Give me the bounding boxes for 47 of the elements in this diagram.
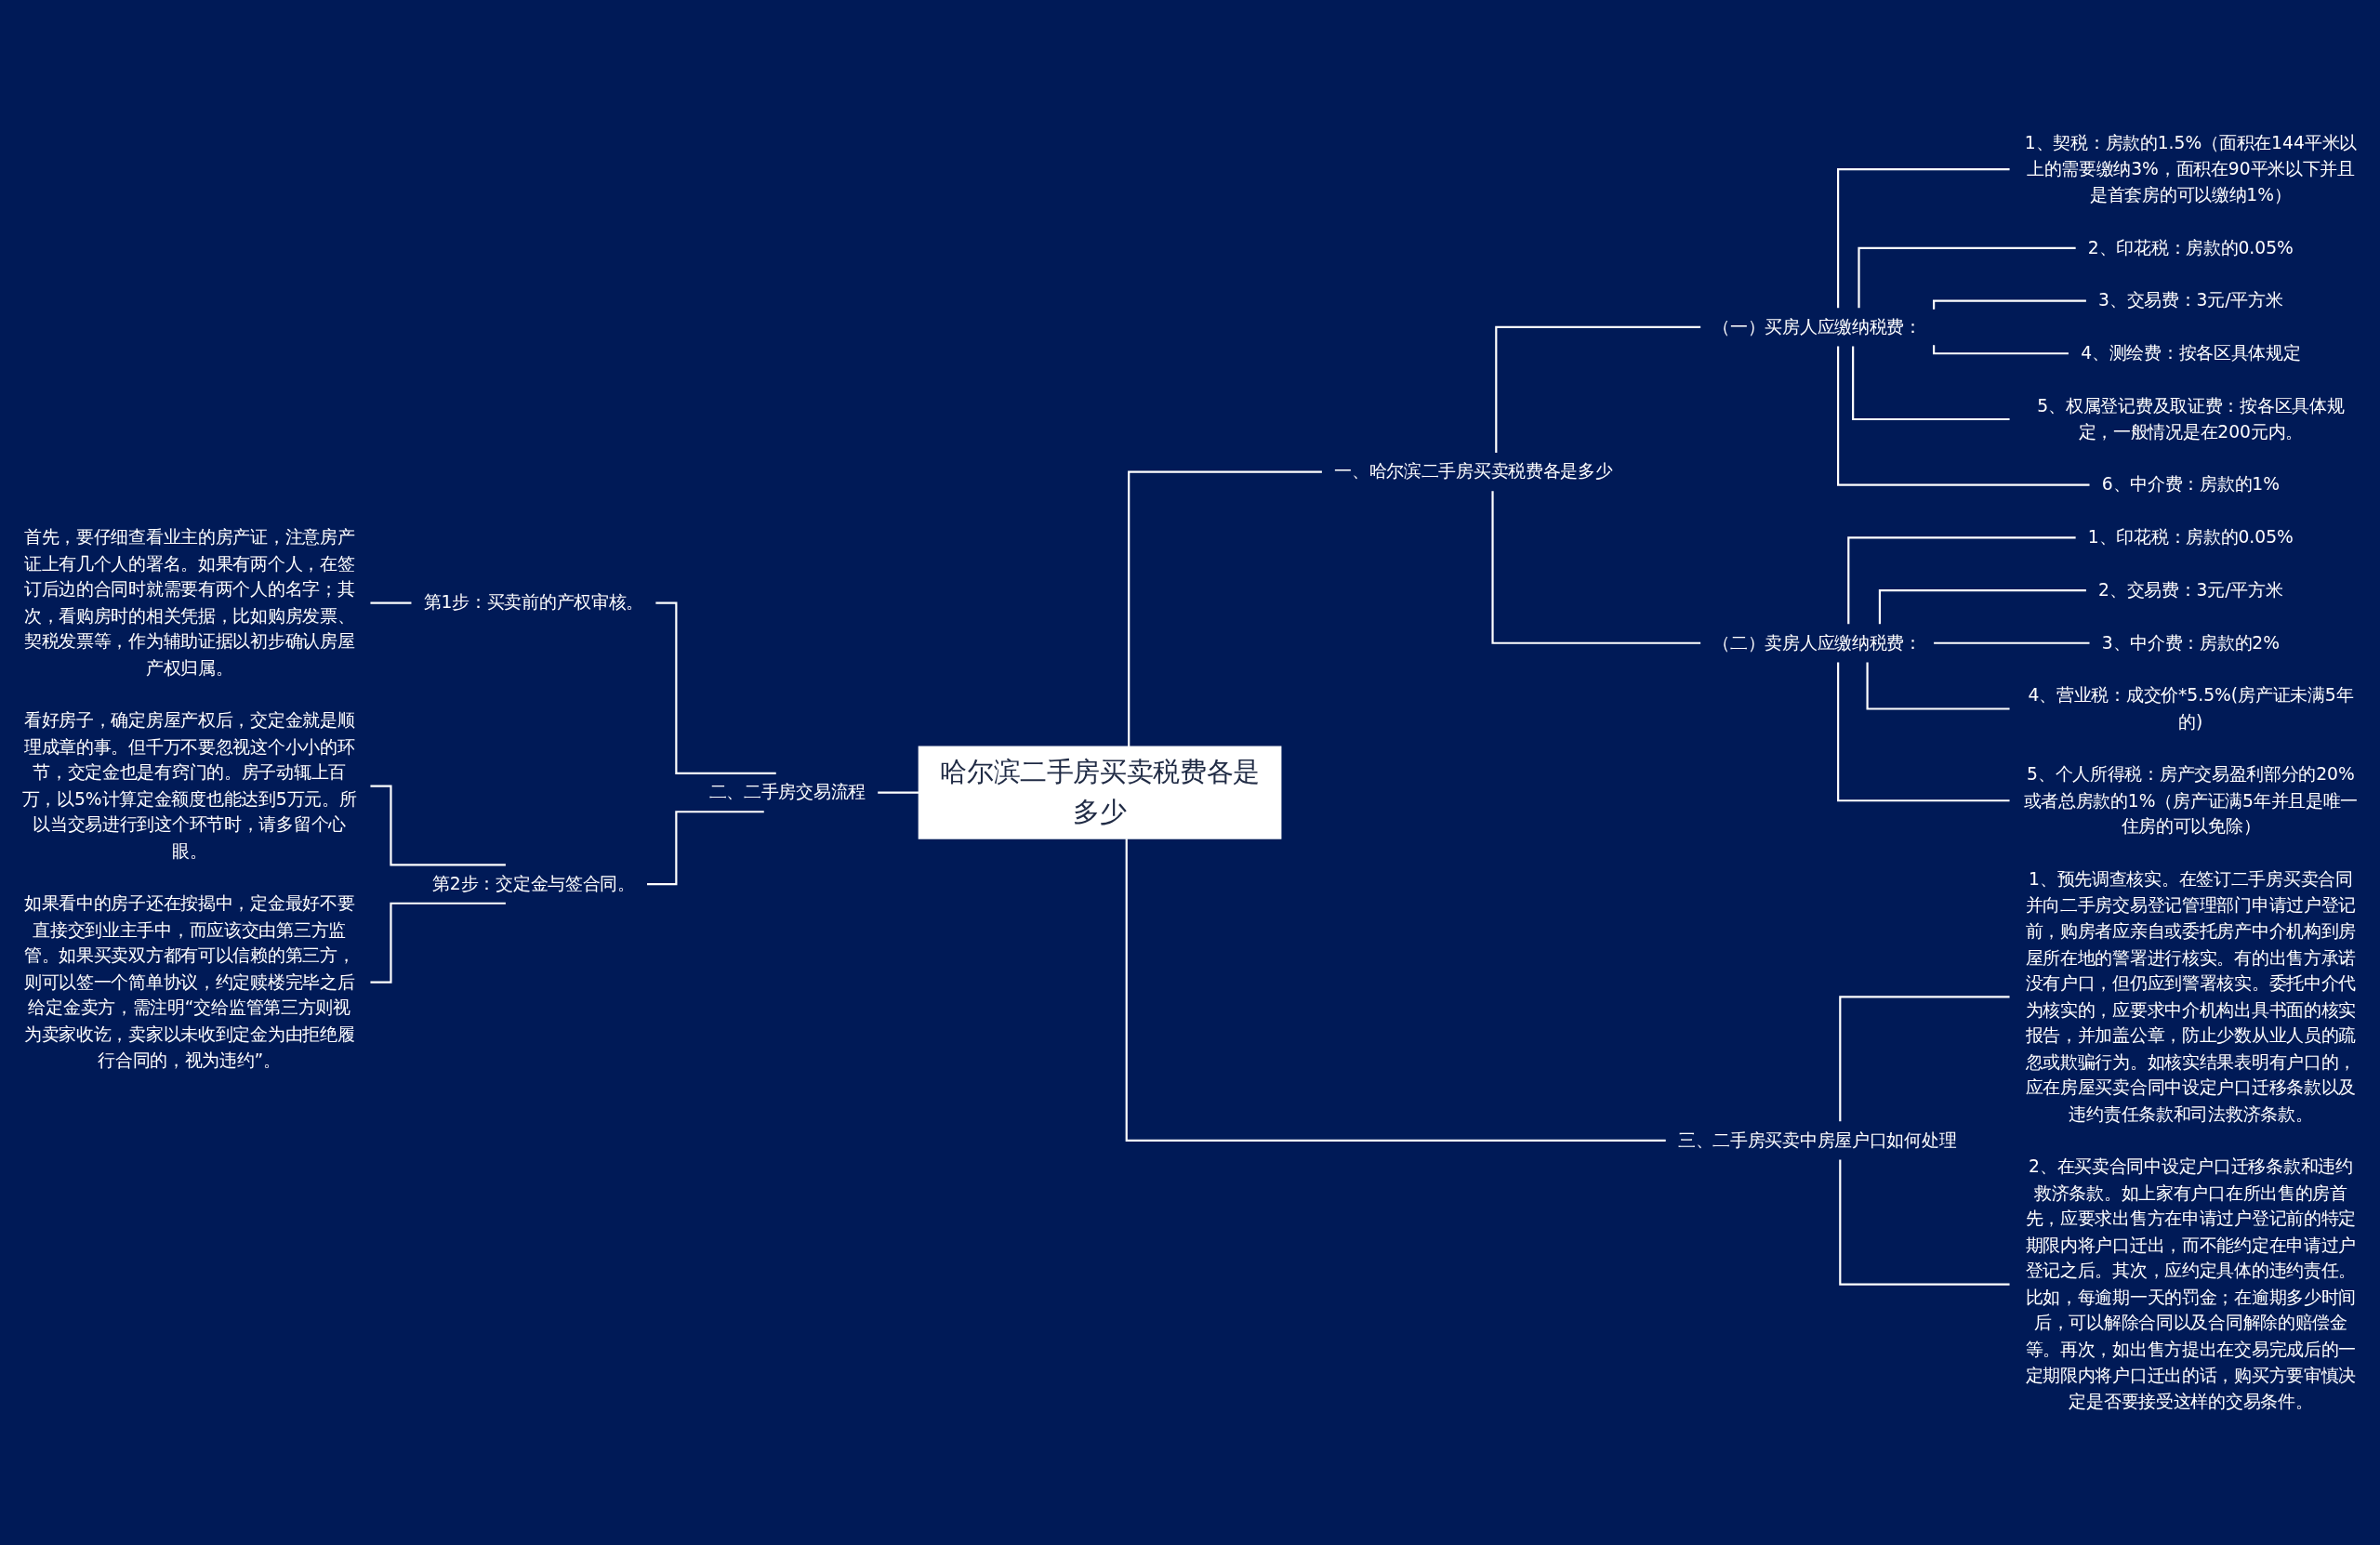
- node-text: 3、中介费：房款的2%: [2101, 631, 2281, 653]
- connector: [654, 601, 776, 775]
- connector: [1128, 470, 1322, 747]
- connector: [1837, 168, 2010, 309]
- node-text: （一）买房人应缴纳税费：: [1712, 316, 1922, 337]
- node-text: 5、权属登记费及取证费：按各区具体规定，一般情况是在200元内。: [2037, 395, 2345, 442]
- connector: [369, 785, 506, 866]
- connector: [1847, 536, 2076, 625]
- node-text: 看好房子，确定房屋产权后，交定金就是顺理成章的事。但千万不要忽视这个小小的环节，交定金也是有窍门的。房子动辄上百万，以5%计算定金额度也能达到5万元。所以当交易进行到这个环节时，请多留个心眼。: [21, 709, 357, 861]
- connector: [1839, 1159, 2010, 1286]
- connector: [1858, 246, 2076, 309]
- connector: [1933, 345, 2069, 355]
- node-text: 2、在买卖合同中设定户口迁移条款和违约救济条款。如上家有户口在所出售的房首先，应要求出售方在申请过户登记前的特定期限内将户口迁出，而不能约定在申请过户登记之后。其次，应约定具体的违约责任。比如，每逾期一天的罚金；在逾期多少时间后，可以解除合同以及合同解除的赔偿金等。再次，如出售方提出在交易完成后的一定期限内将户口迁出的话，购买方要审慎决定是否要接受这样的交易条件。: [2025, 1155, 2357, 1412]
- node-text: 第2步：交定金与签合同。: [432, 873, 635, 894]
- node-text: 一、哈尔滨二手房买卖税费各是多少: [1334, 460, 1613, 482]
- connector: [1852, 346, 2010, 421]
- connector: [1933, 299, 2086, 310]
- node-text: 三、二手房买卖中房屋户口如何处理: [1677, 1129, 1957, 1151]
- node-text: 1、印花税：房款的0.05%: [2087, 526, 2294, 548]
- node-text: 4、测绘费：按各区具体规定: [2081, 342, 2301, 363]
- connector: [1495, 325, 1701, 454]
- node-text: （二）卖房人应缴纳税费：: [1712, 631, 1922, 653]
- node-text: 4、营业税：成交价*5.5%(房产证未满5年的): [2028, 684, 2354, 732]
- connector: [369, 601, 412, 604]
- node-text: 2、印花税：房款的0.05%: [2087, 237, 2294, 258]
- connector: [1933, 641, 2090, 644]
- connector: [877, 791, 919, 794]
- node-text: 第1步：买卖前的产权审核。: [423, 591, 644, 613]
- node-text: 如果看中的房子还在按揭中，定金最好不要直接交到业主手中，而应该交由第三方监管。如果买卖双方都有可以信赖的第三方，则可以签一个简单协议，约定赎楼完毕之后给定金卖方，需注明“交给监管第三方则视为卖家收讫，卖家以未收到定金为由拒绝履行合同的，视为违约”。: [23, 892, 355, 1071]
- connector: [1878, 589, 2086, 625]
- node-text: 二、二手房交易流程: [708, 781, 866, 802]
- connector: [1837, 662, 2010, 802]
- node-text: 2、交易费：3元/平方米: [2098, 579, 2283, 601]
- connector: [1839, 996, 2010, 1122]
- node-text: 1、契税：房款的1.5%（面积在144平米以上的需要缴纳3%，面积在90平米以下并且是首套房的可以缴纳1%）: [2024, 132, 2357, 205]
- connector: [1837, 346, 2090, 486]
- node-box: 哈尔滨二手房买卖税费各是多少: [918, 746, 1282, 839]
- node-text: 6、中介费：房款的1%: [2101, 473, 2281, 495]
- connector: [1866, 662, 2010, 710]
- node-text: 3、交易费：3元/平方米: [2098, 289, 2283, 310]
- connector: [1125, 839, 1666, 1142]
- connector: [645, 811, 764, 886]
- connector: [369, 902, 506, 984]
- node-text: 1、预先调查核实。在签订二手房买卖合同并向二手房交易登记管理部门申请过户登记前，购房者应亲自或委托房产中介机构到房屋所在地的警署进行核实。有的出售方承诺没有户口，但仍应到警署核实。委托中介代为核实的，应要求中介机构出具书面的核实报告，并加盖公章，防止少数从业人员的疏忽或欺骗行为。如核实结果表明有户口的，应在房屋买卖合同中设定户口迁移条款以及违约责任条款和司法救济条款。: [2025, 868, 2357, 1124]
- node-text: 5、个人所得税：房产交易盈利部分的20%或者总房款的1%（房产证满5年并且是唯一住房的可以免除）: [2023, 763, 2359, 837]
- connector: [1491, 491, 1701, 644]
- node-text: 首先，要仔细查看业主的房产证，注意房产证上有几个人的署名。如果有两个人，在签订后边的合同时就需要有两个人的名字；其次，看购房时的相关凭据，比如购房发票、契税发票等，作为辅助证据以初步确认房屋产权归属。: [23, 526, 355, 678]
